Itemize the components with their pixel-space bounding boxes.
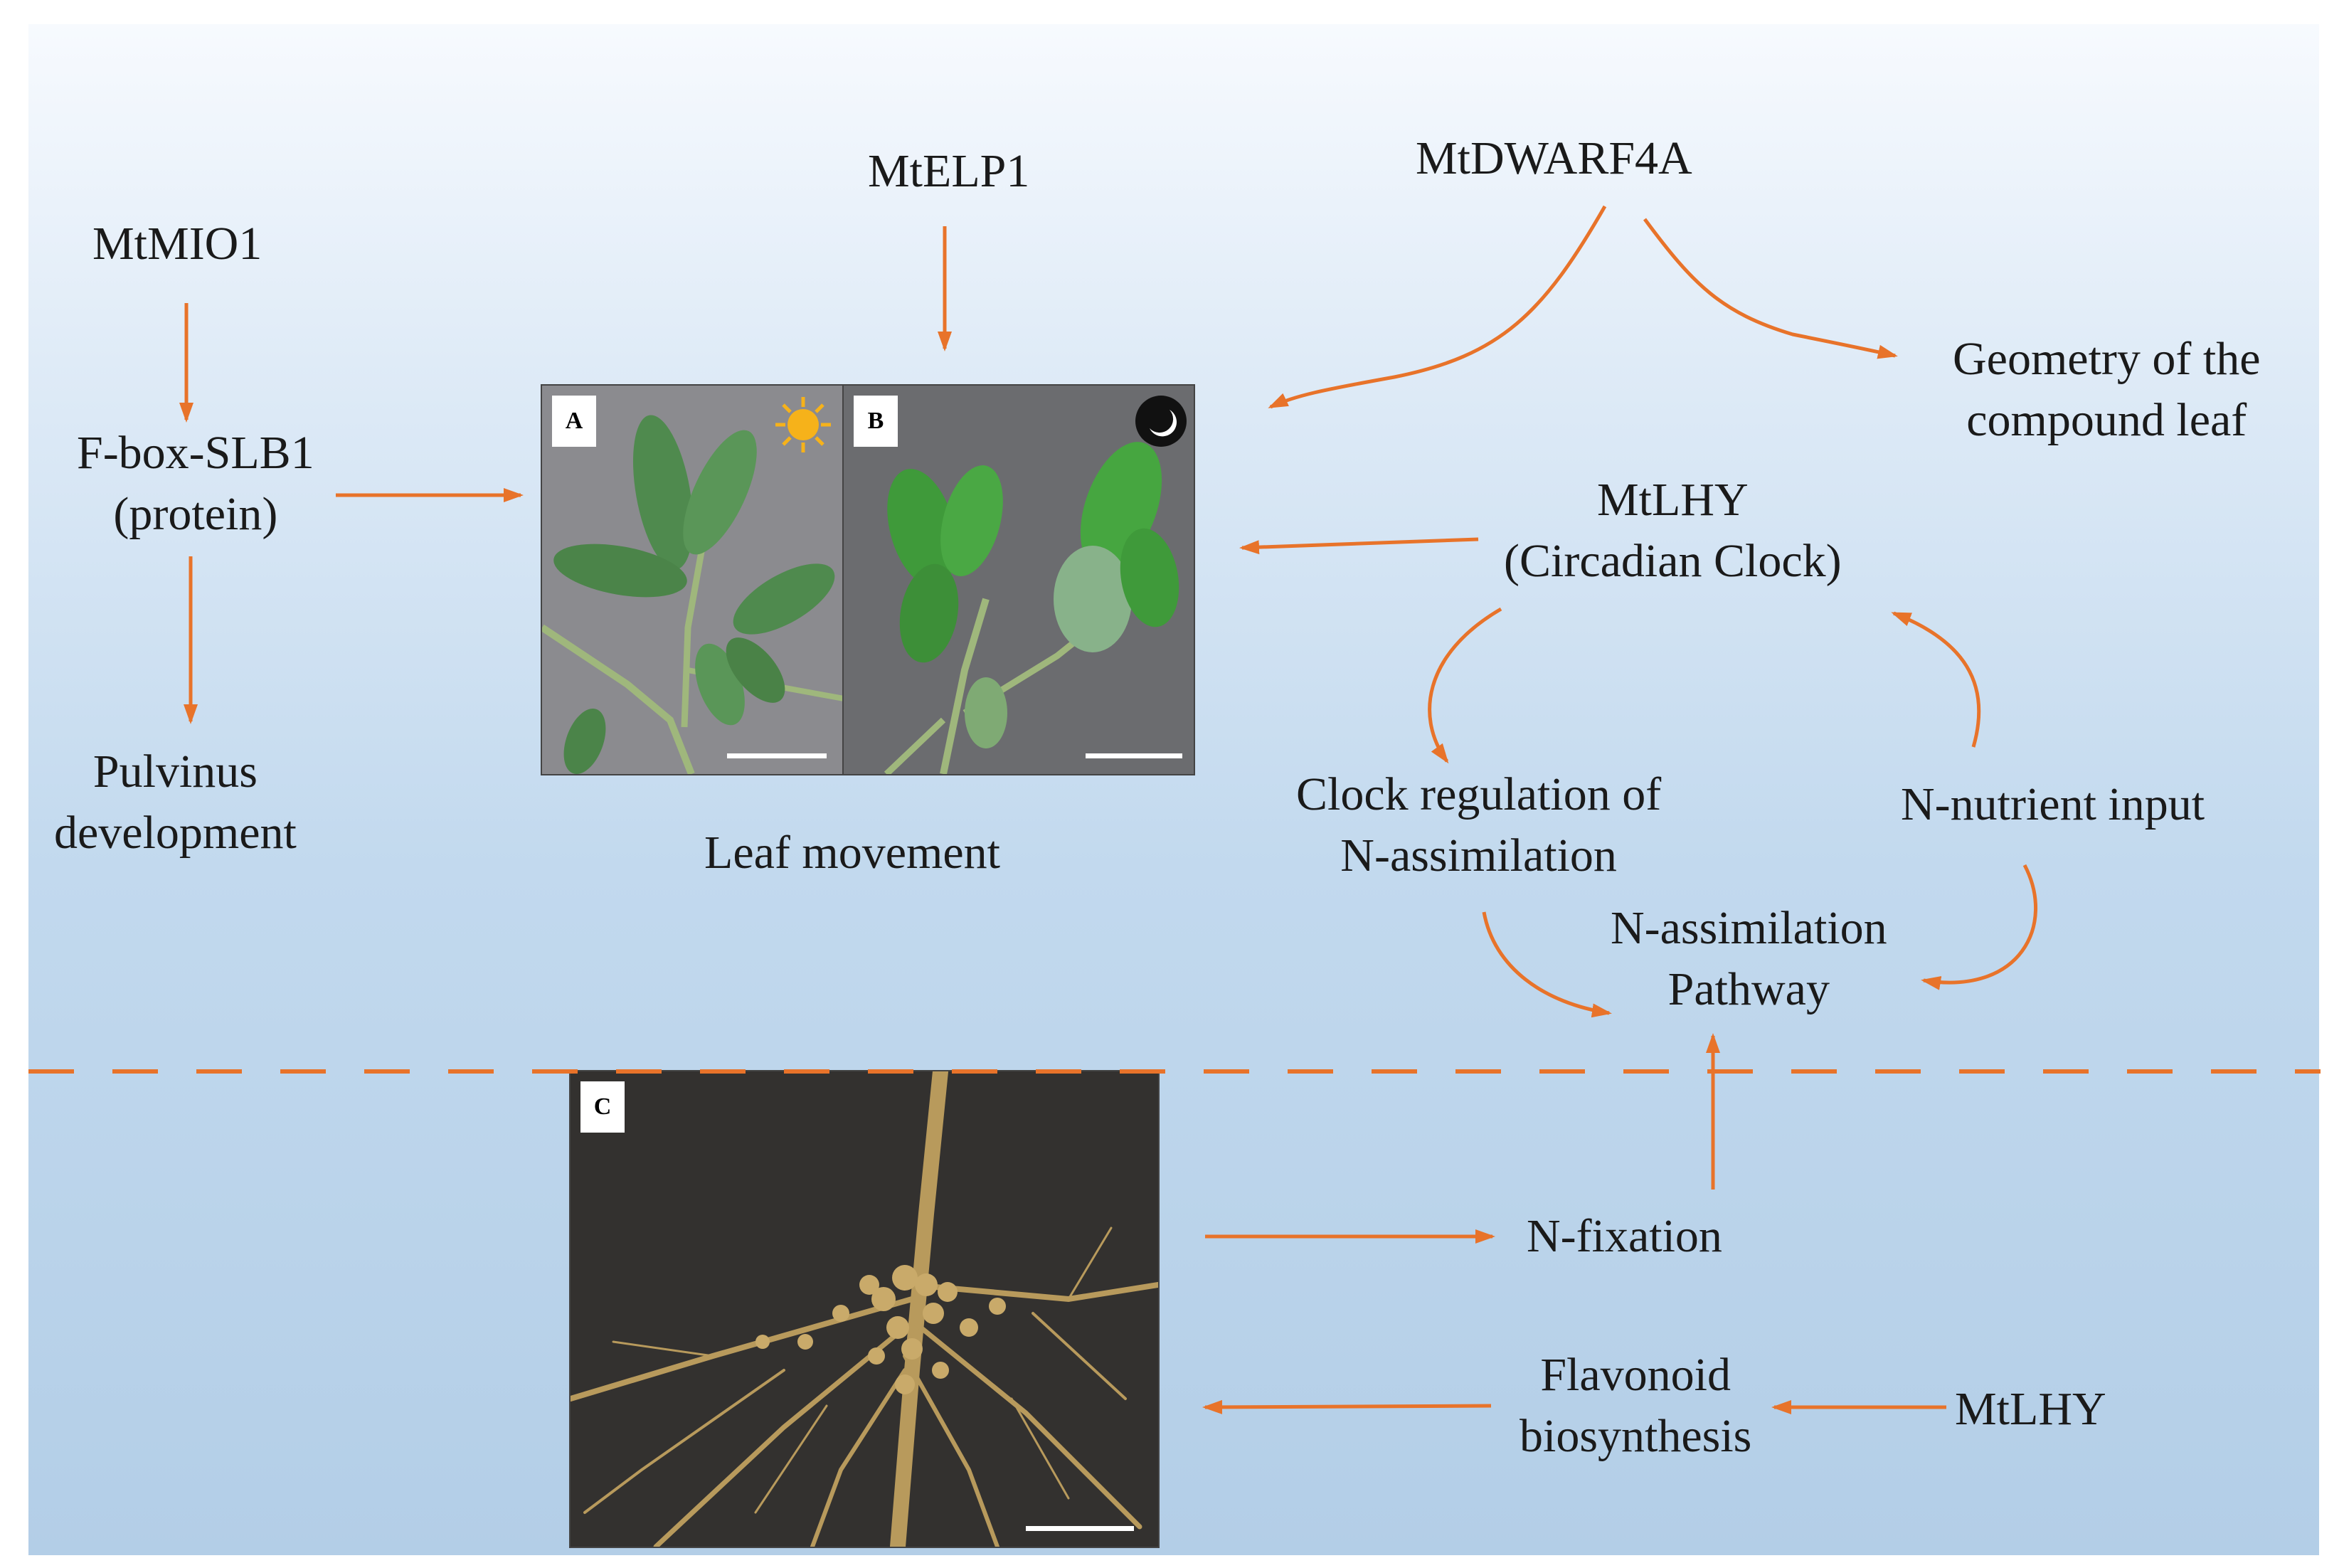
label-flavonoid-biosynthesis: Flavonoid biosynthesis [1520,1345,1751,1467]
arrow-nutrient-to-n-assimilation [1921,864,2037,990]
label-n-assim-line1: N-assimilation [1611,902,1887,954]
label-n-fixation: N-fixation [1527,1210,1722,1262]
label-mtmio1: MtMIO1 [92,218,262,270]
leaf-night-illustration [844,386,1194,774]
arrow-flavonoid-to-root [1202,1399,1492,1414]
label-mtlhy-circadian-clock: MtLHY (Circadian Clock) [1504,470,1842,592]
scale-bar-a [727,753,827,758]
label-pulvinus-line1: Pulvinus [92,746,258,798]
label-pulvinus-development: Pulvinus development [54,741,297,864]
photo-b-night-leaf: B [842,384,1195,775]
photo-a-tag: A [552,396,596,447]
label-geometry-line2: compound leaf [1966,394,2247,446]
arrow-mtdwarf4a-to-leaf [1268,205,1607,409]
label-mtlhy-line2: (Circadian Clock) [1504,535,1842,587]
photo-c-tag: C [580,1081,625,1133]
photo-a-day-leaf: A [541,384,845,775]
label-n-assim-line2: Pathway [1667,963,1830,1015]
label-flavonoid-line2: biosynthesis [1520,1410,1752,1462]
diagram-background [28,24,2319,1555]
label-n-nutrient-input: N-nutrient input [1901,778,2205,830]
label-geometry-line1: Geometry of the [1953,333,2261,385]
label-fbox-line2: (protein) [113,488,278,540]
arrow-mtdwarf4a-to-geometry [1643,218,1898,359]
label-clock-reg-line2: N-assimilation [1340,830,1617,881]
label-fbox-line1: F-box-SLB1 [77,427,314,479]
label-mtlhy-line1: MtLHY [1597,474,1749,526]
label-n-assimilation-pathway: N-assimilation Pathway [1611,898,1887,1020]
root-illustration [571,1071,1158,1547]
label-pulvinus-line2: development [54,807,297,859]
photo-b-tag: B [854,396,898,447]
scale-bar-b [1086,753,1182,758]
label-flavonoid-line1: Flavonoid [1540,1349,1732,1401]
label-clock-regulation: Clock regulation of N-assimilation [1296,764,1661,886]
arrow-mtlhy-to-clock-regulation [1428,607,1502,764]
label-mtdwarf4a: MtDWARF4A [1416,132,1692,184]
label-fbox-slb1: F-box-SLB1 (protein) [77,423,314,545]
arrow-mtlhy-to-leaf [1239,537,1479,555]
leaf-day-illustration [542,386,844,774]
scale-bar-c [1026,1526,1134,1531]
label-geometry-compound-leaf: Geometry of the compound leaf [1953,329,2261,451]
photo-c-root-nodules: C [569,1070,1160,1548]
arrow-nutrient-to-mtlhy [1891,611,1981,748]
label-leaf-movement: Leaf movement [704,827,1000,879]
label-clock-reg-line1: Clock regulation of [1296,768,1662,820]
moon-icon [1135,396,1187,447]
sun-icon [775,397,831,452]
label-mtelp1: MtELP1 [868,145,1030,197]
arrow-clock-reg-to-n-assimilation [1482,911,1612,1018]
label-mtlhy-bottom: MtLHY [1955,1383,2106,1435]
